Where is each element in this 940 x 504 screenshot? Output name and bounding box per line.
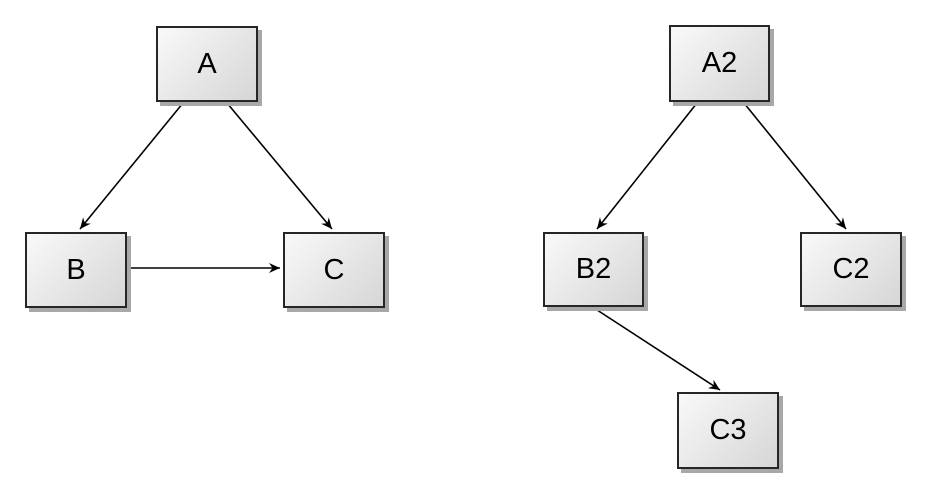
node-label-A2: A2 (701, 47, 738, 79)
node-C2[interactable]: C2 (800, 232, 902, 307)
node-C[interactable]: C (283, 232, 385, 308)
edge-A-C (226, 102, 333, 230)
node-label-C3: C3 (709, 414, 747, 446)
node-label-B: B (66, 253, 86, 286)
edge-A2-C2 (743, 102, 847, 230)
node-label-C: C (323, 253, 345, 286)
node-label-C2: C2 (832, 253, 870, 285)
node-label-B2: B2 (575, 253, 612, 285)
node-label-A: A (197, 47, 217, 80)
edge-A-B (79, 102, 184, 230)
node-A[interactable]: A (156, 26, 258, 102)
node-A2[interactable]: A2 (669, 25, 770, 102)
node-C3[interactable]: C3 (677, 392, 779, 469)
node-B2[interactable]: B2 (543, 232, 644, 307)
edge-A2-B2 (596, 102, 698, 230)
node-B[interactable]: B (25, 232, 127, 308)
edge-B2-C3 (593, 307, 721, 391)
